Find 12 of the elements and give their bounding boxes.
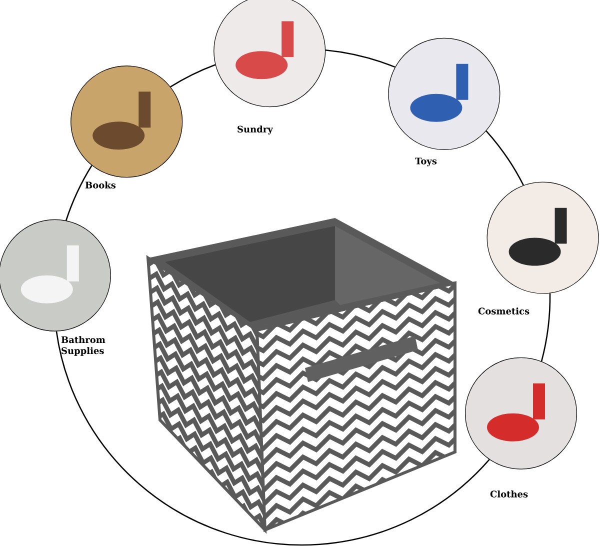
ring-arc [66, 165, 92, 221]
ring-arc [486, 130, 524, 186]
category-label: Clothes [490, 490, 528, 498]
category-label: Toys [415, 158, 437, 166]
category-label: Books [85, 182, 116, 188]
ring-arc [56, 331, 490, 546]
category-label: Cosmetics [478, 308, 530, 314]
category-label: Sundry [238, 126, 274, 134]
ring-arc [170, 64, 216, 88]
category-label: Bathrom Supplies [61, 336, 106, 356]
ring-arc [326, 49, 396, 68]
ring-arc [540, 293, 551, 362]
